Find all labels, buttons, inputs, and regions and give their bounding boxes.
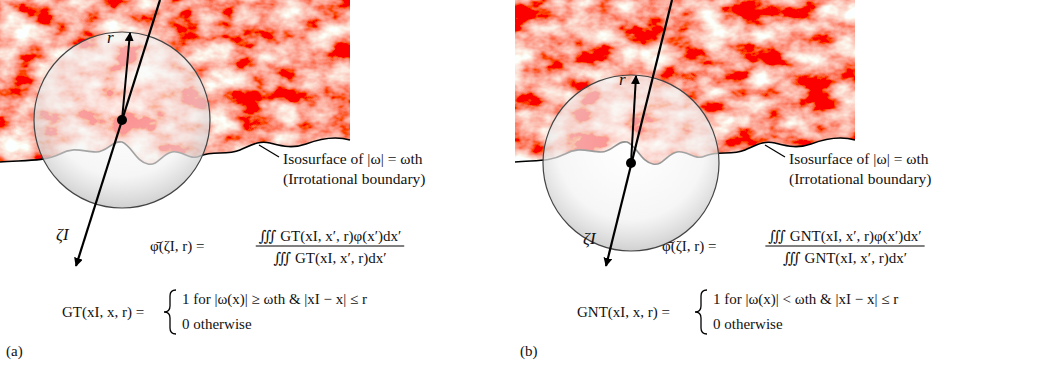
equation-numerator: ∭ GT(xI, x′, r)φ(x′)dx′ [259, 227, 401, 245]
boundary-label: Isosurface of |ω| = ωth [789, 150, 929, 168]
equation-lhs: φ̄(ζI, r) = [150, 237, 205, 255]
averaging-sphere [543, 75, 719, 251]
leader-line [259, 145, 279, 157]
kernel-lhs: GT(xI, x, r) = [62, 303, 144, 321]
panel-label: (a) [6, 342, 23, 360]
axis-label: ζI [583, 230, 596, 248]
kernel-case: 0 otherwise [182, 315, 252, 333]
boundary-note: (Irrotational boundary) [283, 170, 425, 188]
equation-denominator: ∭ GNT(xI, x′, r)dx′ [783, 249, 907, 267]
brace [164, 290, 176, 334]
boundary-note: (Irrotational boundary) [789, 170, 931, 188]
kernel-case: 1 for |ω(x)| < ωth & |xI − x| ≤ r [713, 290, 898, 308]
brace [695, 290, 707, 334]
fraction-bar [765, 246, 924, 247]
boundary-label: Isosurface of |ω| = ωth [283, 150, 423, 168]
kernel-case: 1 for |ω(x)| ≥ ωth & |xI − x| ≤ r [182, 290, 367, 308]
zeta-axis [606, 0, 672, 266]
leader-line [765, 145, 785, 157]
radius-arrow [122, 33, 130, 120]
kernel-lhs: GNT(xI, x, r) = [577, 303, 670, 321]
equation-lhs: φ̄(ζI, r) = [662, 237, 717, 255]
kernel-case: 0 otherwise [713, 315, 783, 333]
centre-point [117, 115, 127, 125]
centre-point [626, 158, 636, 168]
averaging-sphere [34, 32, 210, 208]
panel-label: (b) [520, 342, 538, 360]
fraction-bar [256, 246, 404, 247]
equation-denominator: ∭ GT(xI, x′, r)dx′ [273, 249, 386, 267]
radius-arrow [631, 76, 636, 163]
zeta-axis [76, 0, 160, 266]
radius-label: r [619, 71, 626, 89]
axis-label: ζI [56, 226, 69, 244]
radius-label: r [107, 29, 114, 47]
equation-numerator: ∭ GNT(xI, x′, r)φ(x′)dx′ [768, 227, 921, 245]
